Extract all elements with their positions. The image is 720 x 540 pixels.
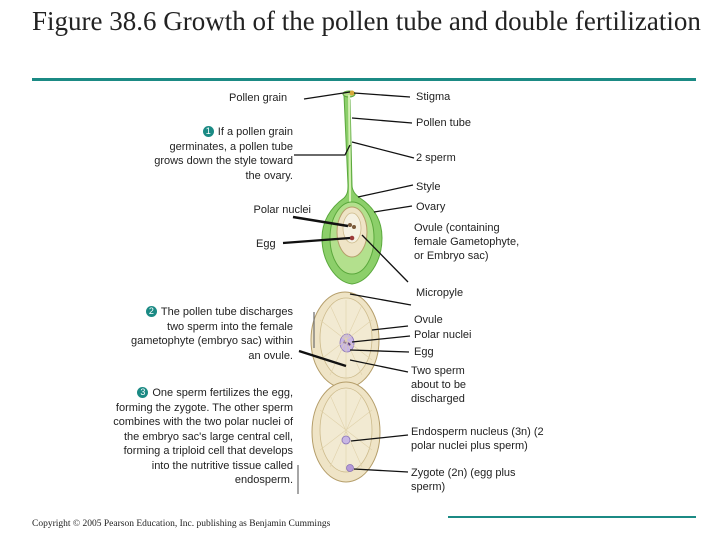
copyright-notice: Copyright © 2005 Pearson Education, Inc.… (32, 519, 331, 529)
label-ovary: Ovary (416, 201, 446, 213)
leader-pollen-grain (303, 91, 351, 100)
endosperm-nucleus-dot (341, 435, 351, 445)
leader-two-sperm (349, 359, 409, 373)
label-micropyle: Micropyle (416, 287, 464, 299)
step-1-description: If a pollen grain germinates, a pollen t… (154, 126, 293, 182)
polar-nucleus-dot (348, 223, 352, 227)
ovule-illustration-3 (311, 381, 381, 483)
step-1-number: 1 (202, 126, 214, 137)
pollen-grain-dot (349, 90, 355, 96)
step-3-number: 3 (137, 387, 149, 398)
leader-egg-2 (349, 349, 410, 353)
leader-egg (282, 236, 351, 245)
label-zygote: Zygote (2n) (egg plus sperm) (411, 467, 516, 493)
step-2-description: The pollen tube discharges two sperm int… (130, 306, 293, 362)
leader-ovule-containing (361, 234, 409, 283)
leader-2-sperm (351, 141, 415, 159)
pollen-tube-line (348, 94, 351, 220)
label-ovule: Ovule (414, 314, 443, 326)
leader-endosperm (350, 434, 409, 442)
label-endosperm-nucleus: Endosperm nucleus (3n) (2 polar nuclei p… (411, 426, 544, 452)
label-ovule-containing: Ovule (containing female Gametophyte, or… (414, 222, 520, 262)
leader-polar-nuclei-2 (351, 335, 411, 343)
leader-ovule (371, 325, 409, 331)
label-egg-left: Egg (256, 238, 276, 250)
title-divider (32, 78, 696, 81)
label-polar-nuclei-right: Polar nuclei (414, 329, 472, 341)
leader-ovary (373, 205, 413, 213)
ovule-texture (319, 300, 373, 380)
embryo-sac-shape (342, 212, 362, 244)
label-stigma: Stigma (416, 91, 451, 103)
label-egg-right: Egg (414, 346, 434, 358)
pistil-illustration (321, 90, 383, 285)
label-style: Style (416, 181, 441, 193)
label-pollen-grain: Pollen grain (229, 92, 288, 104)
label-two-sperm-discharged: Two sperm about to be discharged (411, 365, 467, 405)
leader-polar-nuclei (292, 215, 349, 228)
leader-micropyle (349, 293, 412, 306)
leader-stigma (353, 92, 411, 98)
zygote-dot (346, 464, 354, 472)
leader-zygote (353, 468, 409, 473)
ovule-illustration-2 (310, 291, 380, 389)
label-polar-nuclei-left: Polar nuclei (253, 204, 311, 216)
leader-pollen-tube (351, 117, 413, 124)
polar-nucleus-dot (352, 225, 356, 229)
leader-step1 (294, 144, 351, 156)
label-2-sperm: 2 sperm (416, 152, 456, 164)
embryo-sac-2 (339, 333, 355, 353)
step-2-number: 2 (145, 306, 157, 317)
egg-dot (349, 235, 355, 241)
leader-lines (282, 91, 415, 494)
figure-title: Figure 38.6 Growth of the pollen tube an… (32, 6, 701, 36)
step-3-description: One sperm fertilizes the egg, forming th… (113, 387, 293, 486)
label-pollen-tube: Pollen tube (416, 117, 472, 129)
leader-step2 (298, 349, 347, 368)
leader-style (357, 184, 414, 198)
ovule-texture (319, 390, 373, 472)
footer-divider (448, 516, 696, 518)
